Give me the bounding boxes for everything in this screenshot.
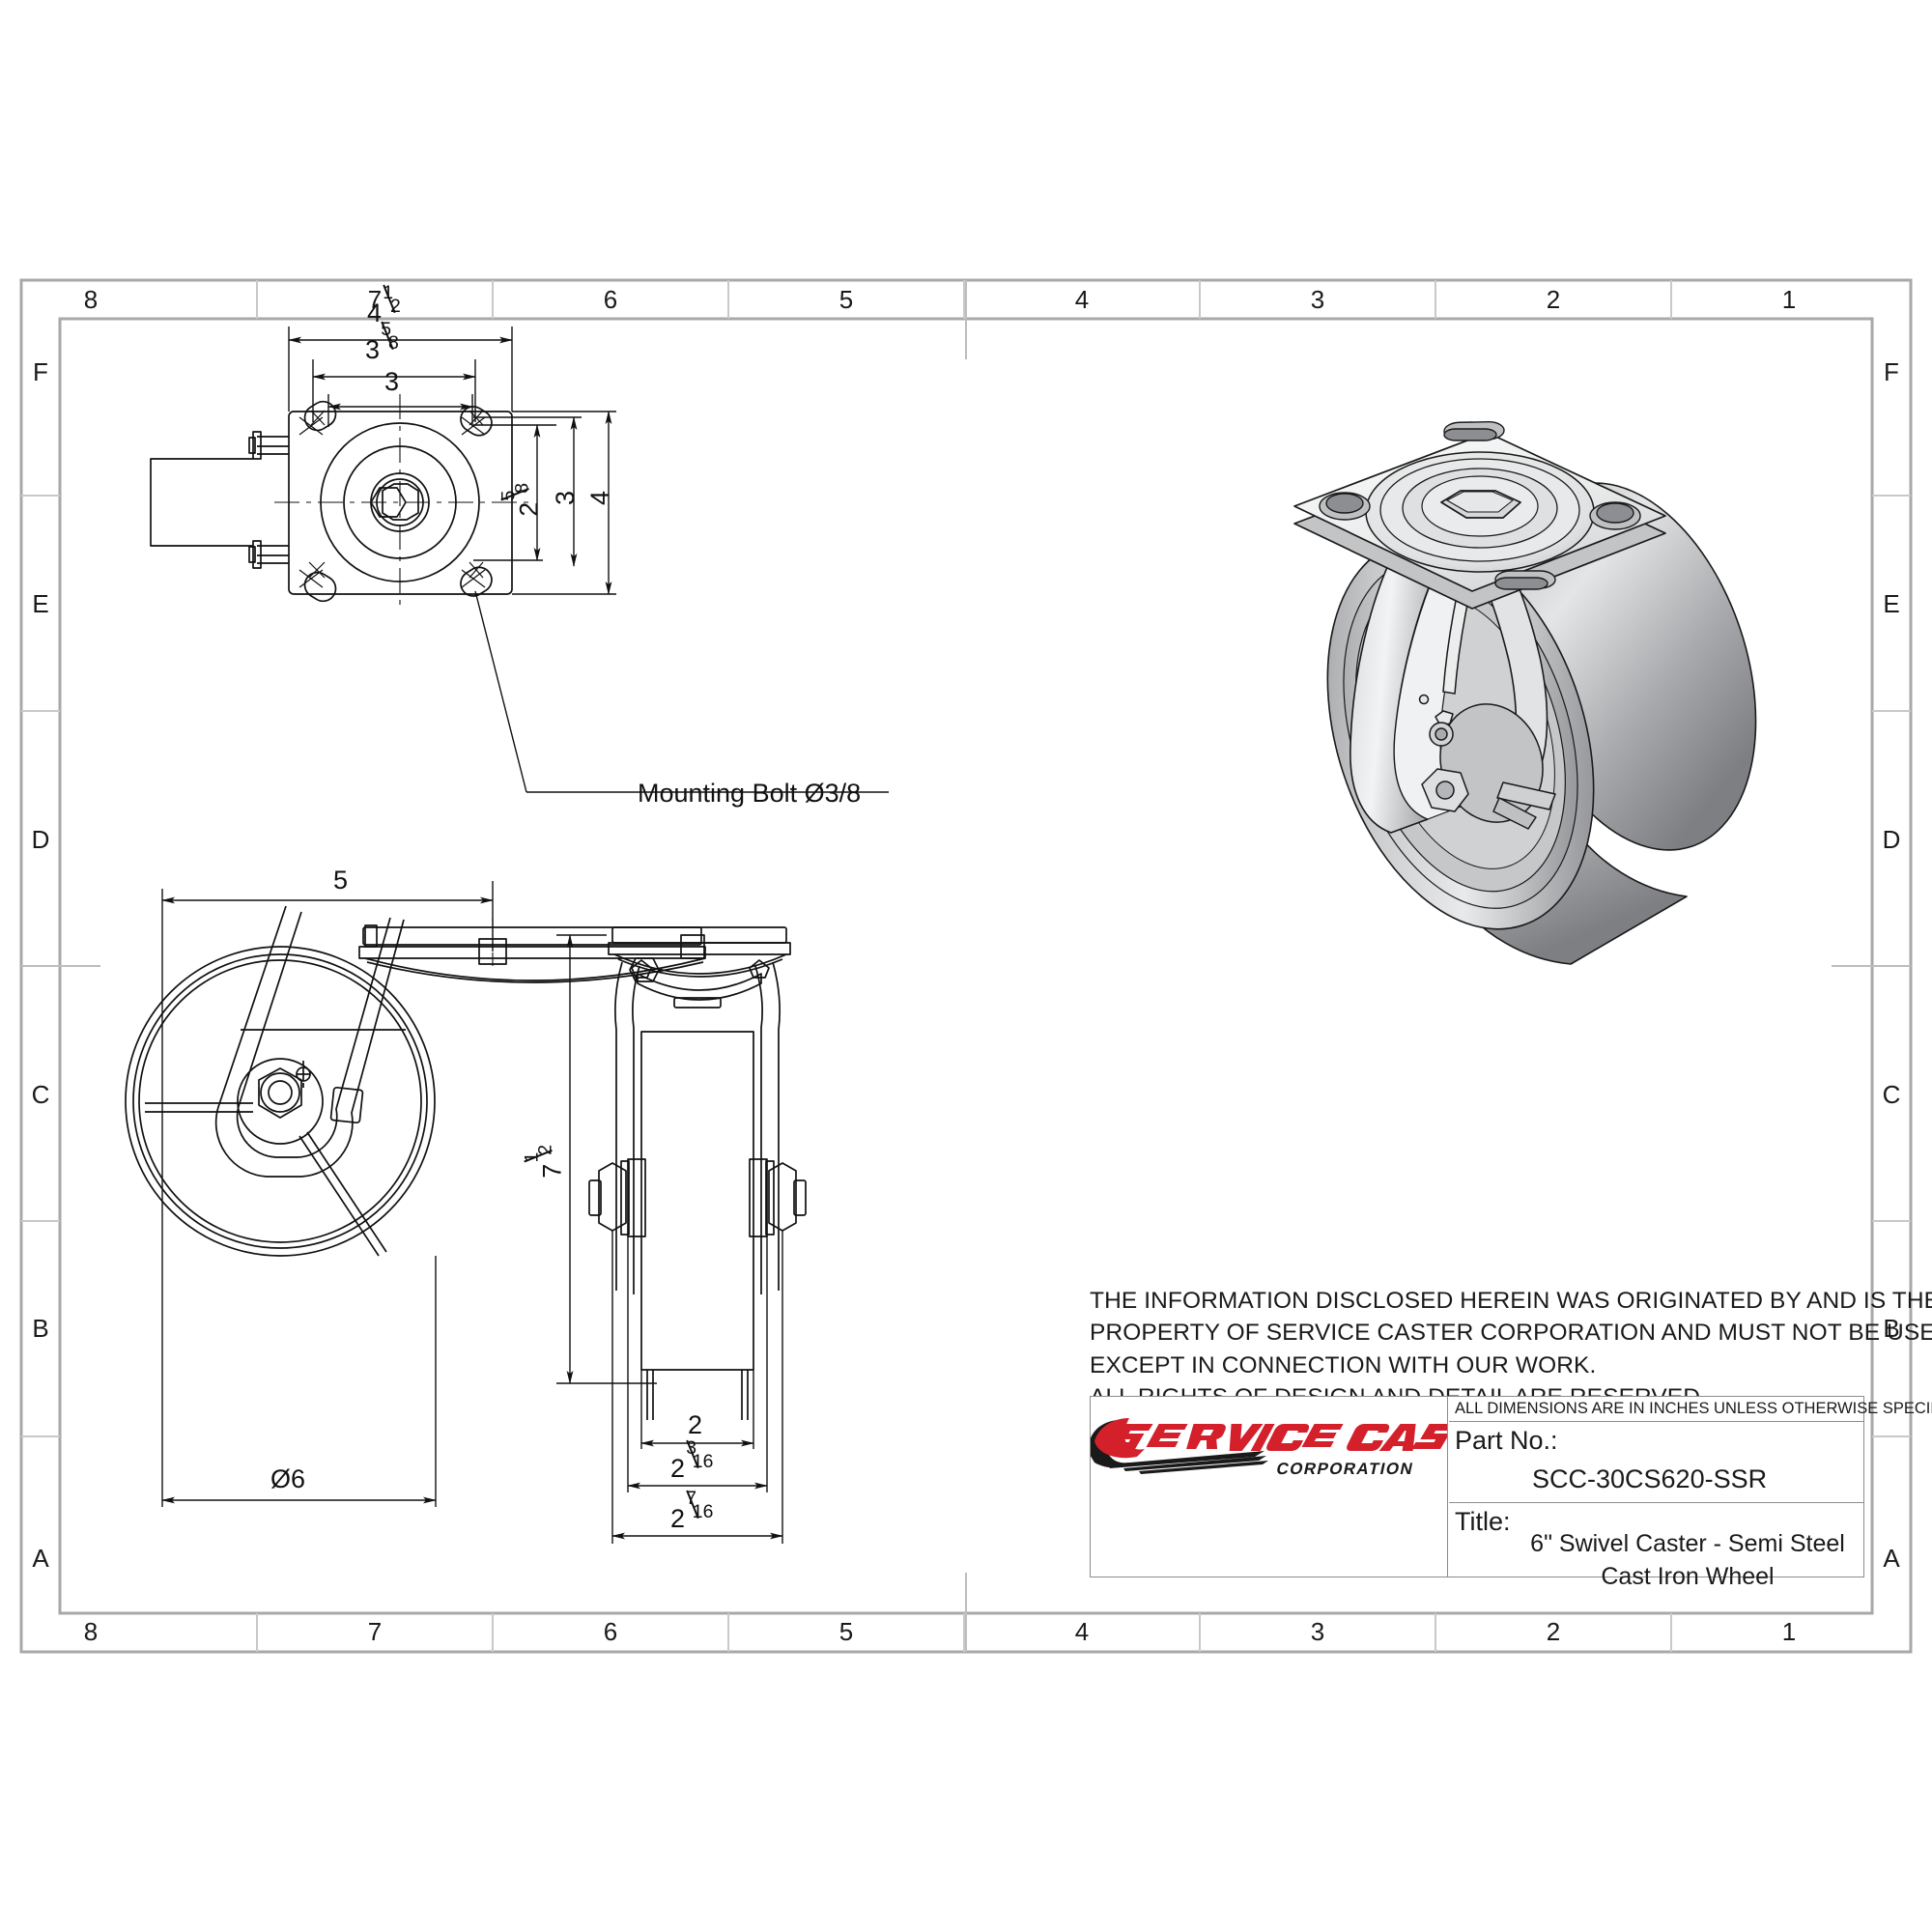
title-block: CORPORATION ALL DIMENSIONS ARE IN INCHES… — [1090, 1396, 1932, 1590]
zone-number-top-5: 5 — [838, 285, 854, 314]
zone-number-bottom-1: 1 — [1781, 1617, 1797, 1646]
dim-wheel-width: 2 — [688, 1410, 703, 1439]
units-note: ALL DIMENSIONS ARE IN INCHES UNLESS OTHE… — [1449, 1397, 1932, 1422]
zone-letter-left-C: C — [31, 1080, 50, 1109]
zone-letter-left-B: B — [32, 1314, 49, 1343]
zone-number-bottom-3: 3 — [1310, 1617, 1325, 1646]
zone-letter-right-A: A — [1883, 1544, 1900, 1573]
title-value: 6" Swivel Caster - Semi Steel Cast Iron … — [1530, 1530, 1845, 1590]
disclaimer-line-2: PROPERTY OF SERVICE CASTER CORPORATION A… — [1090, 1320, 1932, 1347]
title-block-right: ALL DIMENSIONS ARE IN INCHES UNLESS OTHE… — [1449, 1397, 1932, 1590]
disclaimer-line-1: THE INFORMATION DISCLOSED HEREIN WAS ORI… — [1090, 1288, 1932, 1314]
part-number-row: Part No.: SCC-30CS620-SSR — [1449, 1422, 1863, 1503]
zone-number-bottom-8: 8 — [83, 1617, 99, 1646]
zone-number-bottom-2: 2 — [1546, 1617, 1561, 1646]
zone-number-top-2: 2 — [1546, 285, 1561, 314]
zone-number-top-8: 8 — [83, 285, 99, 314]
zone-letter-left-E: E — [32, 589, 49, 618]
mounting-bolt-note: Mounting Bolt Ø3/8 — [638, 779, 862, 808]
zone-number-bottom-4: 4 — [1074, 1617, 1090, 1646]
zone-number-top-1: 1 — [1781, 285, 1797, 314]
zone-number-bottom-5: 5 — [838, 1617, 854, 1646]
zone-letter-left-D: D — [31, 825, 50, 854]
service-caster-logo: CORPORATION — [1091, 1418, 1447, 1478]
zone-number-top-6: 6 — [603, 285, 618, 314]
zone-letter-left-F: F — [33, 357, 48, 386]
dim-wheel-diameter: Ø6 — [270, 1464, 306, 1493]
part-number-label: Part No.: — [1455, 1426, 1558, 1455]
zone-number-top-3: 3 — [1310, 285, 1325, 314]
logo-cell: CORPORATION — [1091, 1397, 1448, 1577]
title-label: Title: — [1455, 1507, 1511, 1536]
zone-number-bottom-7: 7 — [367, 1617, 383, 1646]
zone-number-top-7: 7 — [367, 285, 383, 314]
disclaimer-text: THE INFORMATION DISCLOSED HEREIN WAS ORI… — [1090, 1285, 1932, 1413]
part-number-value: SCC-30CS620-SSR — [1532, 1464, 1768, 1493]
title-row: Title: 6" Swivel Caster - Semi Steel Cas… — [1449, 1503, 1863, 1590]
zone-letter-right-F: F — [1884, 357, 1899, 386]
zone-letter-right-D: D — [1882, 825, 1901, 854]
dim-overall-length: 5 — [333, 866, 349, 895]
zone-letter-left-A: A — [32, 1544, 49, 1573]
zone-number-bottom-6: 6 — [603, 1617, 618, 1646]
svg-text:CORPORATION: CORPORATION — [1275, 1459, 1416, 1478]
zone-letter-right-E: E — [1883, 589, 1900, 618]
dim-bolt-pattern-x: 3 — [384, 367, 400, 396]
zone-letter-right-C: C — [1882, 1080, 1901, 1109]
zone-number-top-4: 4 — [1074, 285, 1090, 314]
zone-letter-right-B: B — [1883, 1314, 1900, 1343]
disclaimer-line-3: EXCEPT IN CONNECTION WITH OUR WORK. — [1090, 1351, 1597, 1378]
